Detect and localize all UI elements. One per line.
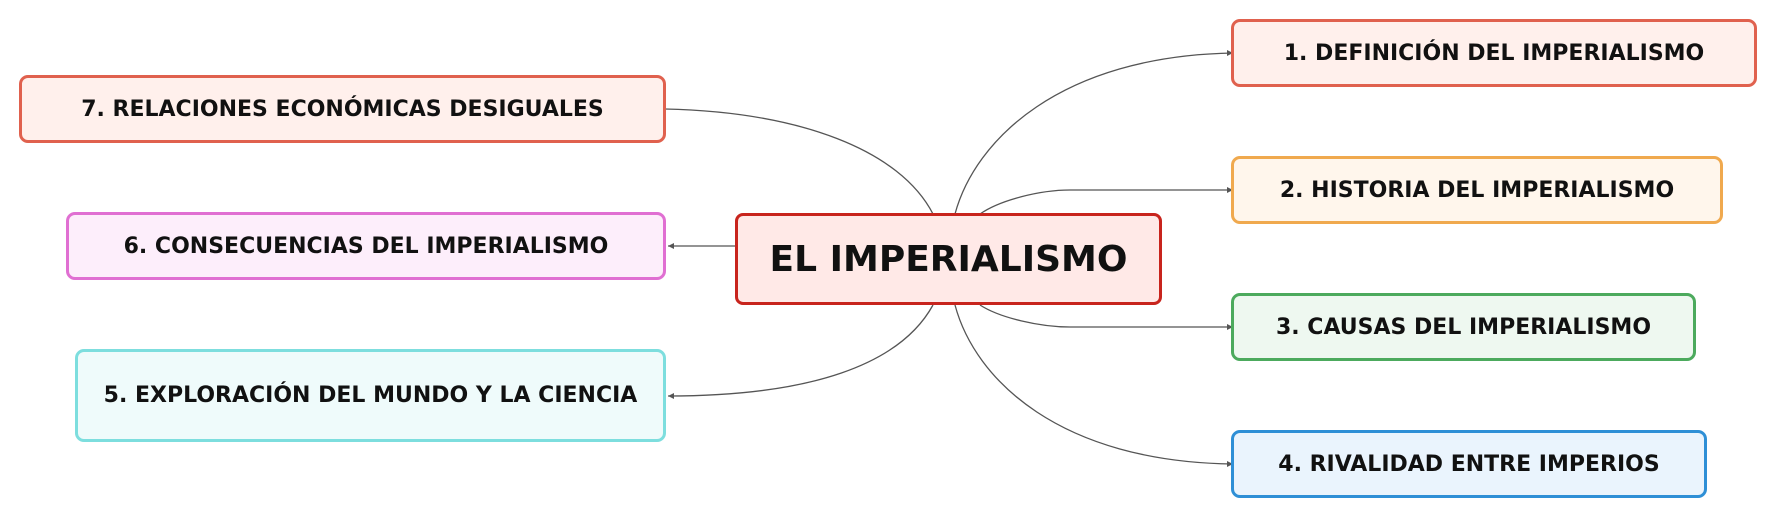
branch-3-label: 3. CAUSAS DEL IMPERIALISMO (1275, 314, 1652, 340)
branch-1-label: 1. DEFINICIÓN DEL IMPERIALISMO (1283, 40, 1705, 66)
branch-7-relaciones[interactable]: 7. RELACIONES ECONÓMICAS DESIGUALES (19, 75, 666, 143)
connector-to-branch-7 (664, 108, 934, 215)
central-topic[interactable]: EL IMPERIALISMO (735, 213, 1162, 305)
arrow-branch-5 (668, 393, 674, 399)
branch-2-label: 2. HISTORIA DEL IMPERIALISMO (1279, 177, 1675, 203)
branch-6-consecuencias[interactable]: 6. CONSECUENCIAS DEL IMPERIALISMO (66, 212, 666, 280)
branch-4-rivalidad[interactable]: 4. RIVALIDAD ENTRE IMPERIOS (1231, 430, 1707, 498)
branch-3-causas[interactable]: 3. CAUSAS DEL IMPERIALISMO (1231, 293, 1696, 361)
branch-1-definicion[interactable]: 1. DEFINICIÓN DEL IMPERIALISMO (1231, 19, 1757, 87)
connector-to-branch-1 (954, 52, 1234, 215)
arrow-branch-6 (668, 243, 674, 249)
connector-to-branch-3 (979, 304, 1233, 328)
arrow-branch-4 (1227, 461, 1233, 467)
branch-2-historia[interactable]: 2. HISTORIA DEL IMPERIALISMO (1231, 156, 1723, 224)
branch-4-label: 4. RIVALIDAD ENTRE IMPERIOS (1278, 451, 1660, 477)
central-topic-label: EL IMPERIALISMO (769, 238, 1128, 280)
arrow-branch-3 (1227, 324, 1233, 330)
connector-to-branch-5 (667, 304, 934, 397)
branch-5-label: 5. EXPLORACIÓN DEL MUNDO Y LA CIENCIA (103, 383, 638, 408)
arrow-branch-1 (1227, 50, 1233, 56)
connector-to-branch-2 (979, 189, 1233, 215)
branch-5-exploracion[interactable]: 5. EXPLORACIÓN DEL MUNDO Y LA CIENCIA (75, 349, 666, 442)
connector-to-branch-4 (954, 304, 1234, 465)
branch-7-label: 7. RELACIONES ECONÓMICAS DESIGUALES (81, 96, 604, 122)
arrow-branch-2 (1227, 187, 1233, 193)
branch-6-label: 6. CONSECUENCIAS DEL IMPERIALISMO (123, 233, 609, 259)
